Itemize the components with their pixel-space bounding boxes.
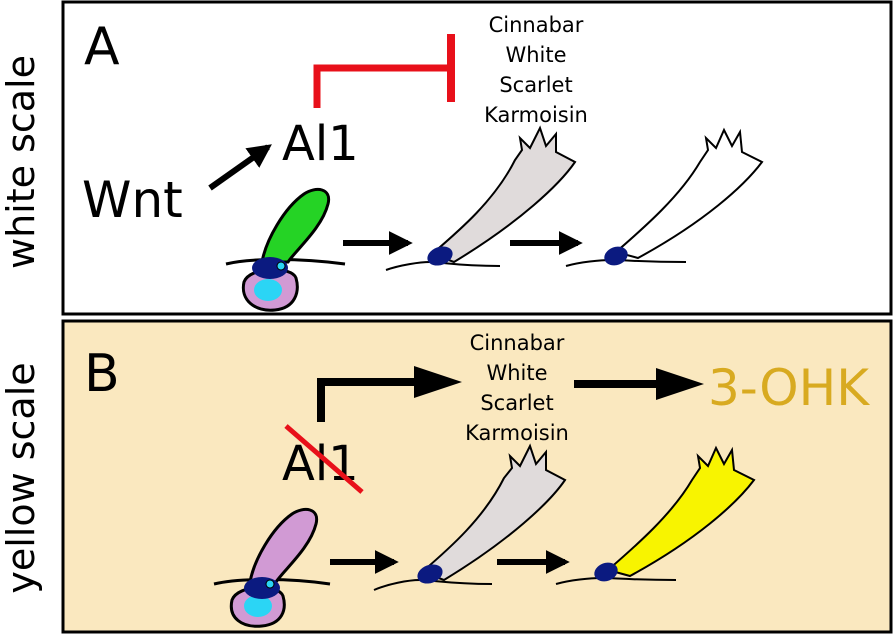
panel-b-gene-2: White <box>486 361 547 385</box>
panel-b-precursor-cell <box>213 507 331 628</box>
panel-a-gene-2: White <box>505 43 566 67</box>
panel-a-mature-scale <box>565 127 764 267</box>
panel-a-letter: A <box>84 17 120 77</box>
panel-b-knockout-slash <box>284 424 364 494</box>
panel-a-activation-arrow <box>208 144 272 191</box>
panel-a-signal: Wnt <box>82 171 183 229</box>
panel-a: A Wnt Al1 Cinnabar White Scarlet Karmois… <box>61 0 893 316</box>
panel-b-activation-line <box>317 378 416 422</box>
panel-a-precursor-cell <box>225 187 346 312</box>
panel-b-activation-head <box>414 366 462 398</box>
panel-b-letter: B <box>84 344 120 404</box>
side-label-bottom: yellow scale <box>0 362 43 593</box>
panel-a-inhibition-line <box>313 64 451 108</box>
panel-b-product: 3-OHK <box>708 359 870 417</box>
panel-b: B Cinnabar White Scarlet Karmoisin 3-OHK… <box>61 319 893 634</box>
panel-b-frame <box>61 319 893 634</box>
panel-b-product-arrow-head <box>656 368 704 400</box>
panel-b-gene-3: Scarlet <box>480 391 553 415</box>
panel-b-gene-1: Cinnabar <box>470 331 565 355</box>
panel-b-mature-scale <box>555 445 756 585</box>
panel-b-developing-scale <box>373 443 567 591</box>
panel-b-gene-4: Karmoisin <box>465 421 569 445</box>
panel-a-developing-scale <box>385 125 577 271</box>
panel-a-gene-4: Karmoisin <box>484 103 588 127</box>
panel-a-gene-3: Scarlet <box>499 73 572 97</box>
panel-a-frame <box>61 0 893 316</box>
side-label-top: white scale <box>0 55 43 269</box>
panel-a-gene-1: Cinnabar <box>489 13 584 37</box>
panel-a-regulator: Al1 <box>282 116 359 172</box>
panel-b-regulator: Al1 <box>282 436 359 492</box>
